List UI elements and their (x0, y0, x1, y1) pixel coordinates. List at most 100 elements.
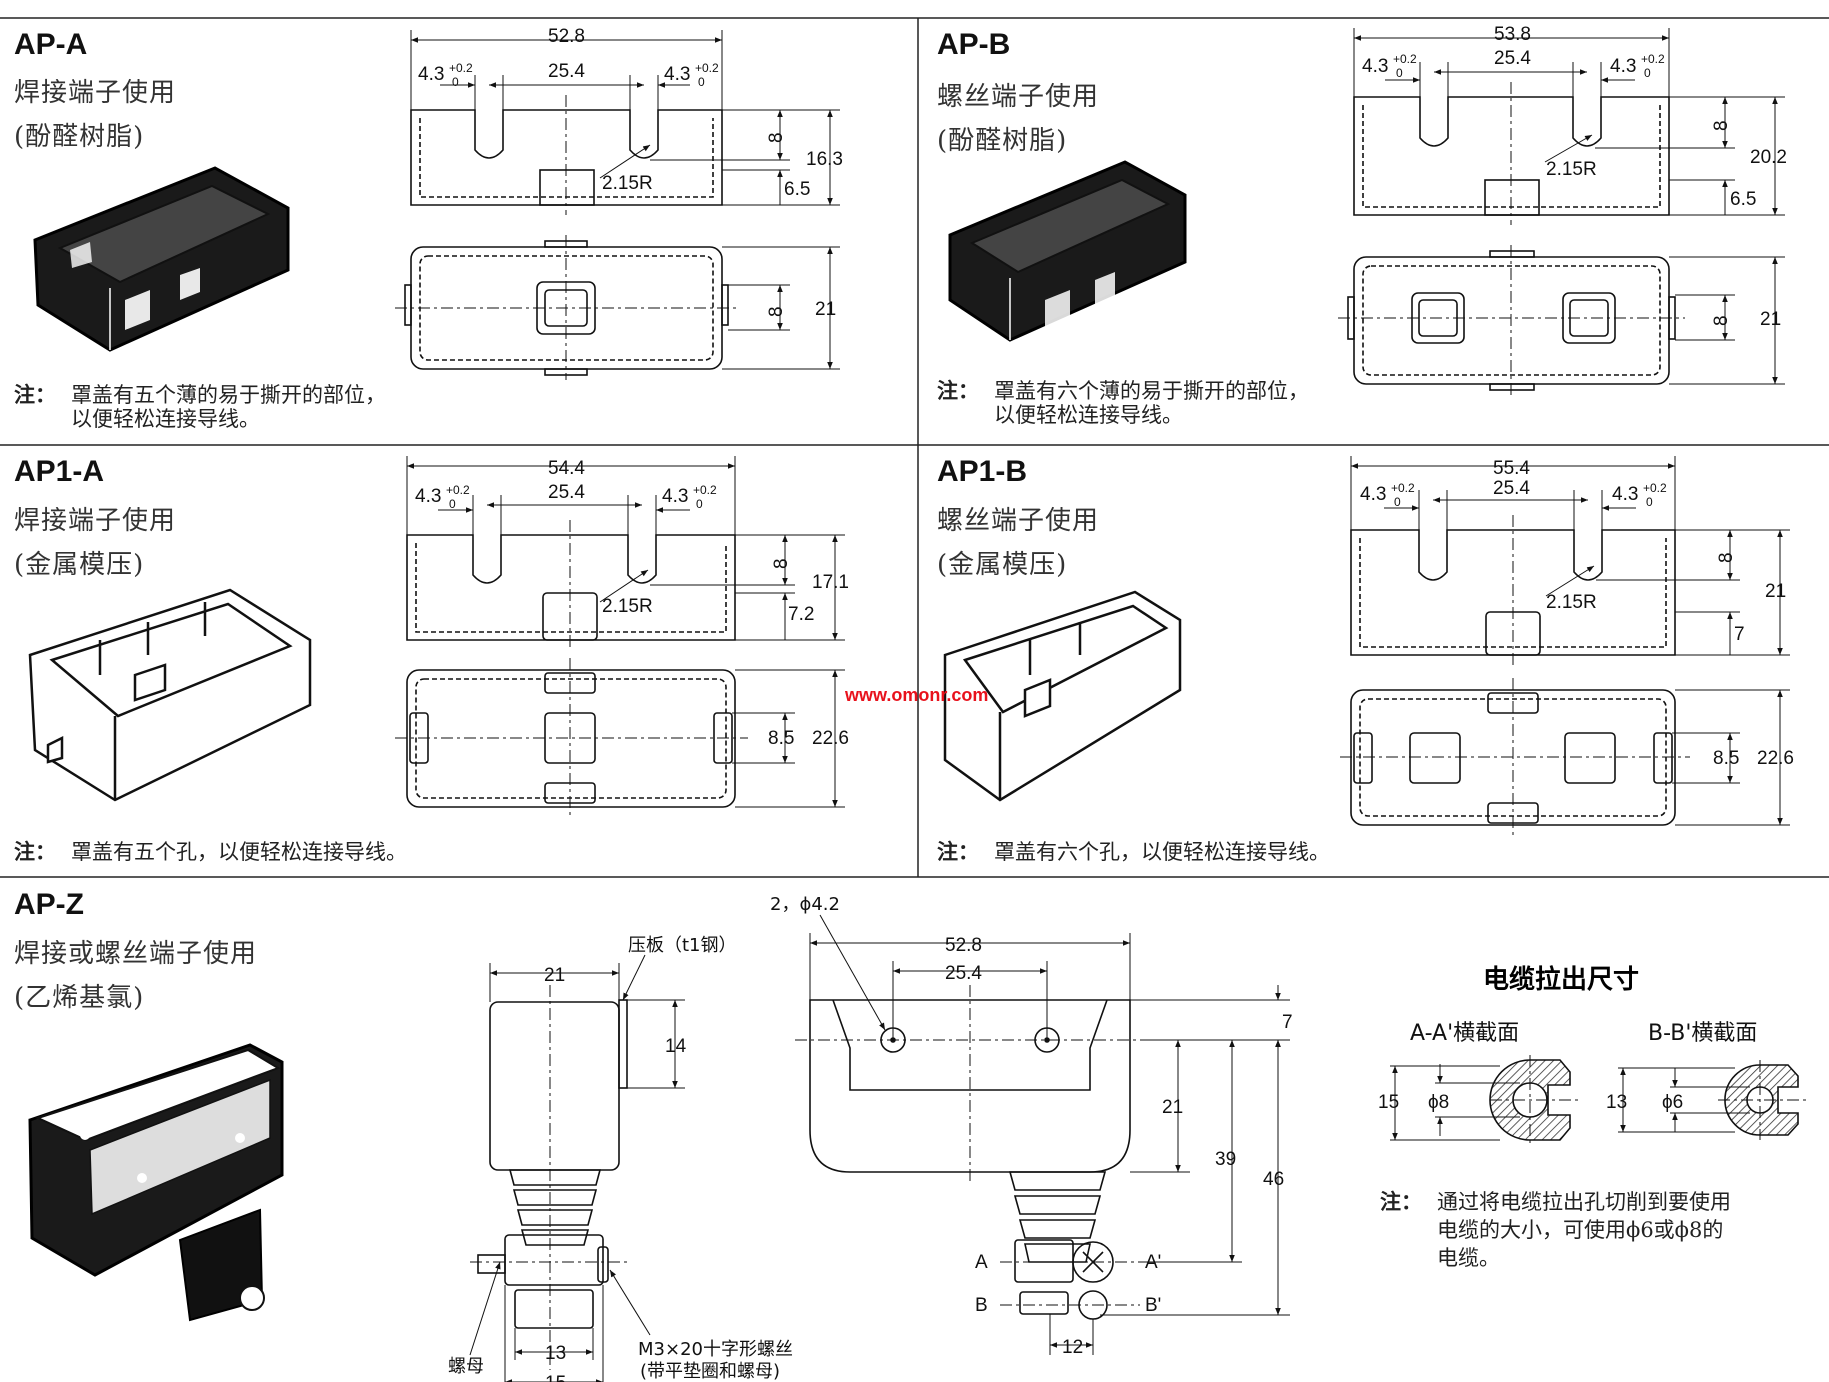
ap-b-tol-plus-left: +0.2 (1393, 52, 1417, 66)
ap1-a-dimension-lines (406, 456, 845, 808)
ap-a-tol-plus-right: +0.2 (695, 61, 719, 75)
ap1-a-isometric-cover (28, 588, 312, 802)
section-dividers (0, 17, 1829, 878)
ap-z-front-dim-21: 21 (1162, 1097, 1183, 1118)
cable-note-label: 注： (1380, 1190, 1422, 1214)
ap-a-isometric-cover (33, 166, 290, 352)
ap-z-cable-sections: 电缆拉出尺寸 A-A'横截面 B-B'横截面 (1378, 964, 1806, 1145)
ap1-b-dim-slot-right: 4.3 (1612, 484, 1638, 505)
ap-a-dim-lower: 6.5 (784, 179, 810, 200)
ap-z-screw-label-2: (带平垫圈和螺母) (640, 1361, 780, 1382)
ap-b-top-view (1338, 245, 1685, 395)
ap-b-title: AP-B (937, 28, 1011, 61)
ap1-a-dim-height: 17.1 (812, 572, 849, 593)
ap-b-dim-width: 21 (1760, 309, 1781, 330)
ap-a-material: (酚醛树脂) (14, 122, 145, 152)
ap-z-side-dim-15: 15 (545, 1373, 566, 1382)
ap1-b-tol-zero-right: 0 (1646, 495, 1653, 509)
ap-z-front-view (795, 985, 1148, 1320)
ap1-b-dim-slot-depth: 8 (1716, 552, 1737, 563)
ap1-b-material: (金属模压) (937, 550, 1068, 580)
ap1-a-top-view (395, 658, 748, 818)
ap-a-dim-slot-right: 4.3 (664, 64, 690, 85)
ap-a-dimension-lines (410, 30, 840, 370)
ap-b-note-label: 注： (937, 379, 979, 403)
ap1-a-dim-lower: 7.2 (788, 604, 814, 625)
ap1-a-note-line-1: 罩盖有五个孔，以便轻松连接导线。 (71, 840, 407, 864)
ap-a-dimension-labels: 52.8 25.4 4.3 +0.2 0 4.3 +0.2 0 8 16.3 6… (418, 26, 843, 320)
ap-z-section-b-prime: B' (1145, 1295, 1161, 1316)
ap1-b-dim-height: 21 (1765, 581, 1786, 602)
ap1-b-note-label: 注： (937, 840, 979, 864)
ap-z-side-dimension-lines (469, 954, 685, 1382)
ap-b-dimension-labels: 53.8 25.4 4.3 +0.2 0 4.3 +0.2 0 8 20.2 6… (1362, 24, 1787, 330)
ap-a-tol-zero-left: 0 (452, 75, 459, 89)
ap-b-isometric-cover (948, 160, 1187, 342)
ap-a-note: 注： 罩盖有五个薄的易于撕开的部位， 以便轻松连接导线。 (14, 381, 386, 431)
ap-b-dim-slot-left: 4.3 (1362, 56, 1388, 77)
ap1-a-tol-plus-right: +0.2 (693, 483, 717, 497)
ap1-b-dim-lower: 7 (1734, 624, 1745, 645)
ap-z-material: (乙烯基氯) (14, 983, 145, 1013)
ap1-a-dimension-labels: 54.4 25.4 4.3 +0.2 0 4.3 +0.2 0 8 17.1 7… (415, 458, 849, 749)
ap1-a-dim-radius: 2.15R (602, 596, 653, 617)
ap-a-top-view (395, 235, 738, 380)
ap-b-dim-slot-right: 4.3 (1610, 56, 1636, 77)
ap-a-note-line-1: 罩盖有五个薄的易于撕开的部位， (71, 383, 386, 407)
ap-z-section-b: B (975, 1295, 988, 1316)
ap-a-dim-height: 16.3 (806, 149, 843, 170)
watermark-url: www.omonr.com (845, 685, 989, 705)
ap-a-dim-slot-depth: 8 (766, 132, 787, 143)
ap1-a-side-view (406, 520, 736, 650)
ap1-b-side-view (1350, 515, 1676, 665)
ap-z-front-dimension-labels: 2，ϕ4.2 52.8 25.4 7 21 39 46 12 A A' B B' (770, 894, 1293, 1358)
ap-a-tol-plus-left: +0.2 (449, 61, 473, 75)
ap1-b-tol-plus-left: +0.2 (1391, 481, 1415, 495)
ap1-b-dim-width: 22.6 (1757, 748, 1794, 769)
ap1-a-tol-zero-left: 0 (449, 497, 456, 511)
ap-b-side-view (1353, 82, 1670, 225)
ap-b-dim-height: 20.2 (1750, 147, 1787, 168)
section-bb-title: B-B'横截面 (1648, 1021, 1757, 1046)
ap1-a-dim-slot-left: 4.3 (415, 486, 441, 507)
cable-note-line-3: 电缆。 (1437, 1246, 1500, 1270)
ap1-a-note: 注： 罩盖有五个孔，以便轻松连接导线。 (14, 838, 407, 866)
ap1-b-dim-slot-left: 4.3 (1360, 484, 1386, 505)
ap1-a-dim-pitch: 25.4 (548, 482, 585, 503)
ap1-a-dim-overall: 54.4 (548, 458, 585, 479)
ap1-b-dim-window: 8.5 (1713, 748, 1739, 769)
ap-z-side-dim-13: 13 (545, 1343, 566, 1364)
cable-note-line-1: 通过将电缆拉出孔切削到要使用 (1437, 1190, 1731, 1214)
ap-b-dim-pitch: 25.4 (1494, 48, 1531, 69)
ap-z-front-dim-46: 46 (1263, 1169, 1284, 1190)
ap1-a-use: 焊接端子使用 (14, 506, 177, 536)
ap-z-side-dim-plate: 14 (665, 1036, 687, 1057)
section-aa-diameter: ϕ8 (1428, 1092, 1449, 1113)
ap-b-dim-slot-depth: 8 (1711, 120, 1732, 131)
ap-z-nut-label: 螺母 (448, 1356, 484, 1377)
ap-a-tol-zero-right: 0 (698, 75, 705, 89)
ap1-b-dim-pitch: 25.4 (1493, 478, 1530, 499)
ap-a-note-label: 注： (14, 383, 56, 407)
ap1-b-use: 螺丝端子使用 (937, 506, 1100, 536)
ap-z-front-dim-12: 12 (1062, 1337, 1083, 1358)
ap-z-side-dim-width: 21 (544, 965, 565, 986)
ap-z-holes-label: 2，ϕ4.2 (770, 894, 840, 915)
ap-z-front-dim-overall: 52.8 (945, 935, 982, 956)
ap1-a-dim-window: 8.5 (768, 728, 794, 749)
ap-z-front-dim-top: 7 (1282, 1012, 1293, 1033)
ap-a-dim-overall: 52.8 (548, 26, 585, 47)
ap-b-dim-window: 8 (1711, 315, 1732, 326)
ap1-b-dim-radius: 2.15R (1546, 592, 1597, 613)
ap-b-note-line-1: 罩盖有六个薄的易于撕开的部位， (994, 379, 1309, 403)
section-aa-title: A-A'横截面 (1410, 1021, 1519, 1046)
ap1-b-isometric-cover (943, 590, 1182, 802)
ap1-b-dimension-lines (1350, 456, 1790, 826)
ap-a-side-view (410, 95, 723, 215)
ap-z-isometric-cover (28, 1043, 284, 1322)
ap1-a-dim-slot-right: 4.3 (662, 486, 688, 507)
ap-b-dimension-lines (1353, 28, 1785, 385)
ap-z-front-dim-pitch: 25.4 (945, 963, 982, 984)
